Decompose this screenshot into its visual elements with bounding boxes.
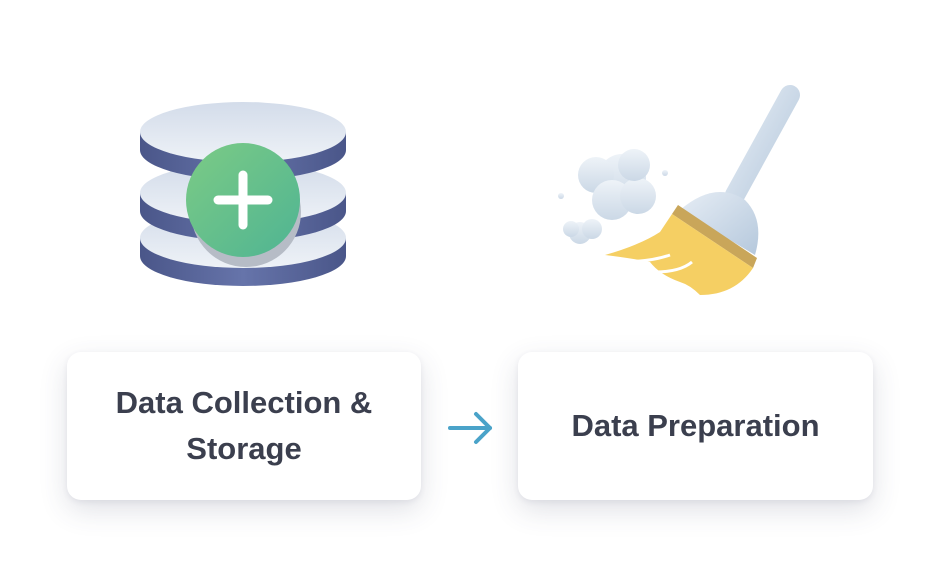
arrow-right-icon bbox=[448, 412, 492, 444]
broom-band bbox=[672, 205, 757, 268]
broom-bristles bbox=[605, 214, 753, 295]
step-card-data-collection: Data Collection & Storage bbox=[67, 352, 421, 500]
bristle-gap bbox=[654, 260, 693, 274]
broom-handle bbox=[725, 85, 800, 205]
bristle-gap bbox=[617, 253, 671, 264]
step-label: Data Collection & Storage bbox=[116, 380, 373, 472]
step-card-data-preparation: Data Preparation bbox=[518, 352, 873, 500]
database-add-icon bbox=[140, 102, 346, 286]
step-label: Data Preparation bbox=[571, 408, 820, 443]
broom-icon bbox=[558, 85, 800, 295]
broom-cap bbox=[680, 192, 759, 255]
plus-icon bbox=[213, 170, 273, 230]
dust-cloud-icon bbox=[558, 149, 668, 244]
step-label-line1: Data Collection & bbox=[115, 385, 373, 420]
step-label-line2: Storage bbox=[186, 431, 302, 466]
